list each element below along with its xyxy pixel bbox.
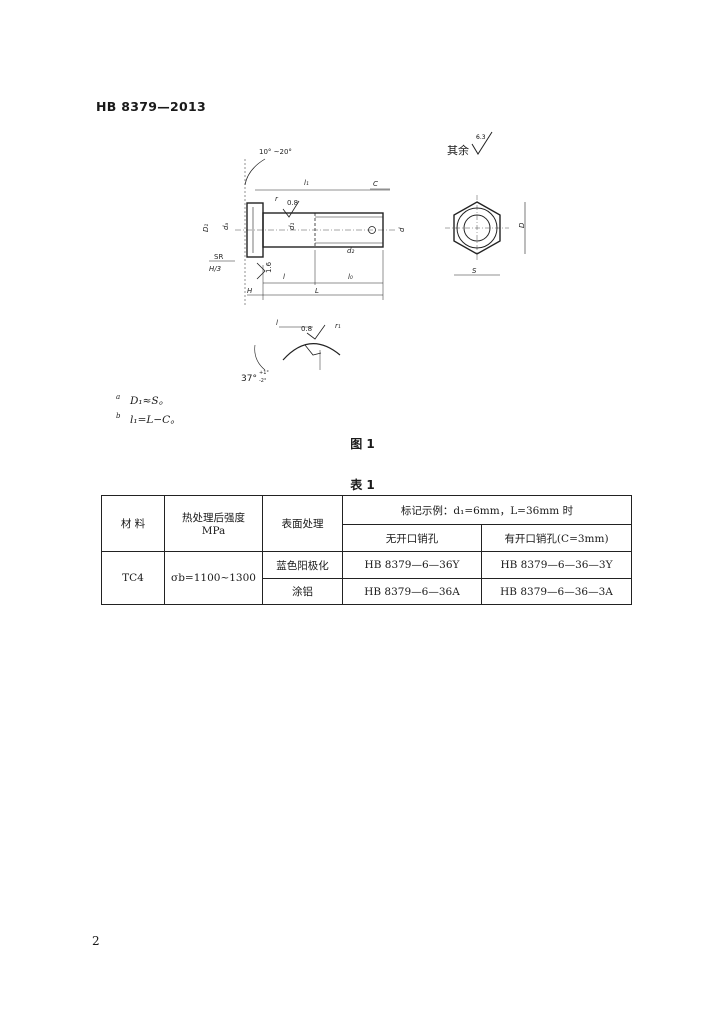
r-label: r: [275, 195, 279, 203]
detail-tol-plus: +1°: [259, 370, 269, 376]
ra-large-label: 1.6: [265, 261, 273, 273]
header-material: 材 料: [101, 495, 165, 552]
d1-label: d₁: [288, 223, 296, 230]
S-label: S: [472, 267, 477, 275]
header-no-hole: 无开口销孔: [342, 524, 482, 552]
detail-angle-label: 37°: [241, 374, 257, 384]
head-angle-label: 10° ~20°: [259, 148, 292, 156]
page-number: 2: [92, 934, 100, 948]
cell-with-hole: HB 8379—6—36—3A: [481, 578, 632, 605]
L-label: L: [315, 287, 319, 295]
cell-no-hole: HB 8379—6—36Y: [342, 551, 482, 579]
detail-r-label: r₁: [335, 322, 341, 330]
table-caption: 表 1: [350, 478, 375, 492]
l1-label: l₁: [304, 179, 309, 187]
roughness-label: 其余: [447, 144, 469, 157]
cell-surface: 涂铝: [262, 578, 343, 605]
detail-l-label: l: [276, 319, 278, 327]
h3-label: H/3: [209, 265, 221, 273]
d2-label: d₂: [347, 247, 354, 255]
d-label: d: [398, 227, 406, 232]
header-surface: 表面处理: [262, 495, 343, 552]
spec-table: 材 料 热处理后强度 MPa 表面处理 标记示例：d₁=6mm，L=36mm 时…: [101, 495, 632, 605]
header-strength: 热处理后强度 MPa: [164, 495, 263, 552]
roughness-value: 6.3: [476, 134, 486, 141]
ra-small-label: 0.8: [287, 199, 298, 207]
detail-ra-label: 0.8: [301, 325, 312, 333]
table-row: 涂铝 HB 8379—6—36A HB 8379—6—36—3A: [102, 578, 632, 605]
detail-tol-minus: -2°: [259, 378, 267, 384]
table-row: TC4 σb=1100~1300 蓝色阳极化 HB 8379—6—36Y HB …: [101, 551, 632, 605]
D1-label: D₁: [202, 224, 210, 232]
header-example: 标记示例：d₁=6mm，L=36mm 时: [342, 495, 632, 525]
da-label: dₐ: [222, 223, 230, 230]
roughness-symbol-icon: 6.3: [471, 131, 493, 155]
cell-no-hole: HB 8379—6—36A: [342, 578, 482, 605]
note-b: b l₁=L−C。: [116, 412, 181, 426]
sr-label: SR: [214, 253, 223, 261]
note-a: a D₁≈S。: [116, 393, 170, 407]
l0-label: l₀: [348, 273, 353, 281]
cell-material: TC4: [101, 551, 165, 605]
bolt-drawing: 10° ~20° l₁ C r 0.8 D₁ dₐ d₁ d d₂ SR H/3…: [202, 148, 526, 384]
header-with-hole: 有开口销孔(C=3mm): [481, 524, 632, 552]
c-label: C: [373, 180, 378, 188]
cell-surface: 蓝色阳极化: [262, 551, 343, 579]
cell-with-hole: HB 8379—6—36—3Y: [481, 551, 632, 579]
h-label: H: [247, 287, 253, 295]
D-label: D: [518, 222, 526, 228]
l-label: l: [283, 273, 285, 281]
cell-strength: σb=1100~1300: [164, 551, 263, 605]
standard-number: HB 8379—2013: [96, 99, 207, 114]
figure-caption: 图 1: [350, 437, 375, 451]
